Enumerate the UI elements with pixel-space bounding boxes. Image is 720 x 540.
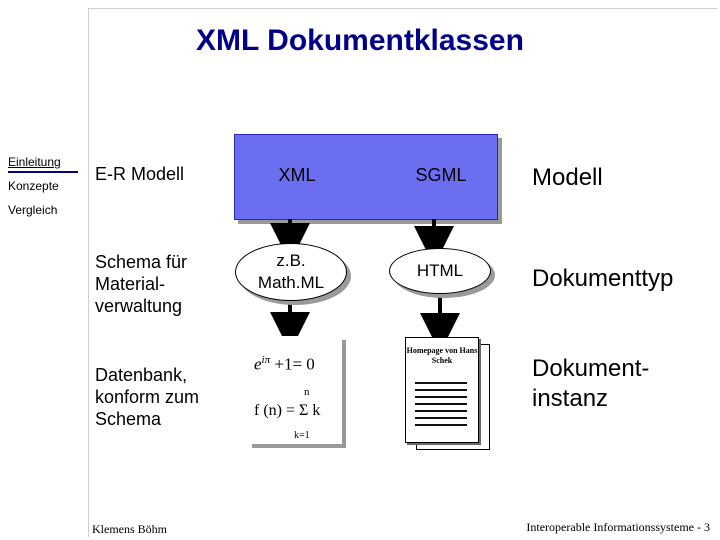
document-text-line: [415, 389, 467, 391]
footer-author: Klemens Böhm: [92, 522, 167, 537]
document-heading: Homepage von Hans Schek: [406, 346, 478, 366]
document-text-line: [415, 417, 467, 419]
document-page-icon: Homepage von Hans Schek: [405, 337, 479, 443]
formula-instance-box: eiπ +1= 0 n f (n) = Σ k k=1: [248, 336, 342, 444]
html-label: HTML: [417, 260, 463, 282]
right-label-dokumenttyp: Dokumenttyp: [532, 264, 673, 294]
euler-base: e: [254, 355, 262, 374]
mathml-ellipse: z.B. Math.ML: [235, 243, 347, 301]
right-label-dokumentinstanz: Dokument-instanz: [532, 354, 672, 414]
right-label-modell: Modell: [532, 163, 603, 193]
document-text-line: [415, 396, 467, 398]
mathml-label: z.B. Math.ML: [256, 250, 326, 294]
document-text-line: [415, 403, 467, 405]
sum-lower-limit: k=1: [294, 430, 310, 441]
html-ellipse: HTML: [389, 248, 491, 294]
sum-upper-limit: n: [304, 386, 310, 398]
euler-formula: eiπ +1= 0: [254, 354, 315, 375]
euler-rest: +1= 0: [274, 355, 314, 374]
footer-course: Interoperable Informationssysteme - 3: [526, 520, 710, 535]
euler-exponent: iπ: [262, 354, 271, 366]
sum-formula: f (n) = Σ k: [254, 402, 320, 420]
document-text-line: [415, 382, 467, 384]
document-text-line: [415, 424, 467, 426]
document-text-line: [415, 410, 467, 412]
